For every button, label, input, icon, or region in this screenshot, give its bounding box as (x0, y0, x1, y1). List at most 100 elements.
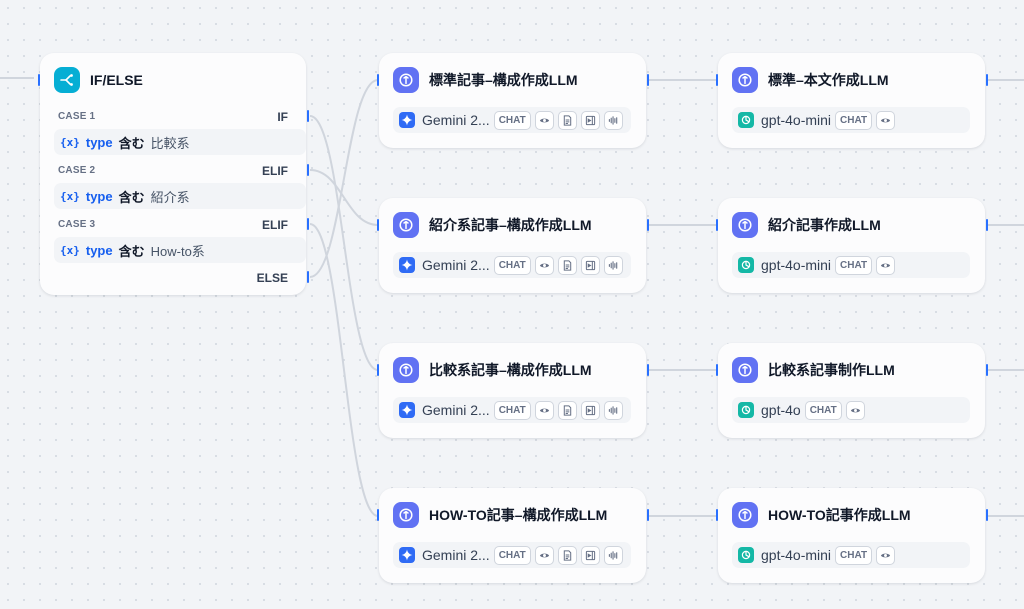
node-title: 比較系記事–構成作成LLM (429, 362, 592, 378)
llm-icon (393, 212, 419, 238)
node-title: 比較系記事制作LLM (768, 362, 895, 378)
variable-icon: {x} (60, 243, 80, 257)
ifelse-node[interactable]: IF/ELSE CASE 1 IF {x} type 含む 比較系 CASE 2… (38, 53, 309, 295)
elif-2-output-handle[interactable] (307, 218, 309, 230)
condition-operator: 含む (118, 243, 145, 259)
eye-icon (534, 400, 554, 420)
openai-icon (738, 402, 754, 418)
condition-value: 比較系 (150, 135, 190, 151)
audio-icon (603, 110, 623, 130)
node-title: 紹介記事作成LLM (768, 217, 881, 233)
llm-icon (393, 502, 419, 528)
ifelse-input-handle[interactable] (38, 74, 40, 86)
eye-icon (534, 255, 554, 275)
video-icon (580, 255, 600, 275)
gemini-icon (399, 112, 415, 128)
node-input-handle[interactable] (716, 74, 718, 86)
node-input-handle[interactable] (716, 509, 718, 521)
model-name: Gemini 2... (422, 547, 490, 563)
document-icon (557, 400, 577, 420)
node-output-handle[interactable] (647, 74, 649, 86)
node-input-handle[interactable] (716, 219, 718, 231)
model-name: Gemini 2... (422, 402, 490, 418)
condition-variable: type (85, 188, 113, 204)
condition-operator: 含む (118, 189, 145, 205)
case-3-branch: ELIF (262, 218, 288, 232)
else-branch: ELSE (256, 271, 288, 285)
model-name: Gemini 2... (422, 257, 490, 273)
ifelse-title: IF/ELSE (90, 72, 143, 88)
condition-variable: type (85, 134, 113, 150)
audio-icon (603, 255, 623, 275)
llm-node-intro-structure[interactable]: 紹介系記事–構成作成LLM Gemini 2...CHAT (377, 198, 649, 293)
eye-icon (876, 110, 896, 130)
edge-else-to-standard (309, 79, 379, 278)
node-input-handle[interactable] (377, 509, 379, 521)
case-3-condition[interactable]: {x} type 含む How-to系 (54, 237, 306, 263)
variable-icon: {x} (60, 135, 80, 149)
audio-icon (603, 400, 623, 420)
model-name: gpt-4o-mini (761, 257, 832, 273)
node-title: HOW-TO記事作成LLM (768, 507, 911, 523)
node-input-handle[interactable] (377, 74, 379, 86)
if-output-handle[interactable] (307, 110, 309, 122)
node-output-handle[interactable] (986, 509, 988, 521)
eye-icon (876, 255, 896, 275)
model-selector[interactable]: Gemini 2...CHAT (393, 397, 631, 423)
openai-icon (738, 112, 754, 128)
node-output-handle[interactable] (647, 219, 649, 231)
eye-icon (845, 400, 865, 420)
case-3-label: CASE 3 (58, 219, 96, 230)
case-2-condition[interactable]: {x} type 含む 紹介系 (54, 183, 306, 209)
llm-node-comparison-structure[interactable]: 比較系記事–構成作成LLM Gemini 2...CHAT (377, 343, 649, 438)
llm-icon (732, 67, 758, 93)
llm-icon (393, 67, 419, 93)
gemini-icon (399, 547, 415, 563)
node-output-handle[interactable] (986, 364, 988, 376)
node-input-handle[interactable] (716, 364, 718, 376)
openai-icon (738, 547, 754, 563)
document-icon (557, 255, 577, 275)
case-1-branch: IF (277, 110, 288, 124)
model-selector[interactable]: Gemini 2...CHAT (393, 542, 631, 568)
video-icon (580, 400, 600, 420)
node-title: 紹介系記事–構成作成LLM (429, 217, 592, 233)
chat-mode-badge: CHAT (835, 545, 873, 565)
variable-icon: {x} (60, 189, 80, 203)
node-output-handle[interactable] (986, 74, 988, 86)
video-icon (580, 110, 600, 130)
node-output-handle[interactable] (647, 509, 649, 521)
case-1-label: CASE 1 (58, 111, 96, 122)
chat-mode-badge: CHAT (493, 545, 531, 565)
openai-icon (738, 257, 754, 273)
document-icon (557, 545, 577, 565)
video-icon (580, 545, 600, 565)
model-selector[interactable]: Gemini 2...CHAT (393, 252, 631, 278)
chat-mode-badge: CHAT (493, 255, 531, 275)
eye-icon (876, 545, 896, 565)
node-input-handle[interactable] (377, 364, 379, 376)
model-selector[interactable]: Gemini 2...CHAT (393, 107, 631, 133)
document-icon (557, 110, 577, 130)
case-2-branch: ELIF (262, 164, 288, 178)
node-title: 標準–本文作成LLM (768, 72, 889, 88)
node-input-handle[interactable] (377, 219, 379, 231)
llm-icon (393, 357, 419, 383)
node-output-handle[interactable] (647, 364, 649, 376)
model-name: gpt-4o-mini (761, 112, 832, 128)
else-output-handle[interactable] (307, 271, 309, 283)
node-output-handle[interactable] (986, 219, 988, 231)
elif-1-output-handle[interactable] (307, 164, 309, 176)
gemini-icon (399, 257, 415, 273)
case-1-condition[interactable]: {x} type 含む 比較系 (54, 129, 306, 155)
